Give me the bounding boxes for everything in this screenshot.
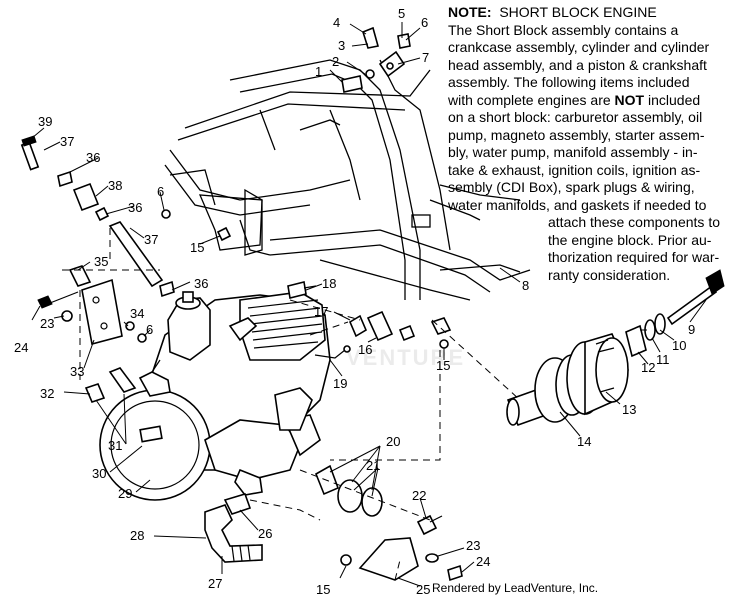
note-line-14: thorization required for war- bbox=[548, 249, 720, 265]
callout-36-mid: 36 bbox=[194, 276, 208, 291]
callout-33: 33 bbox=[70, 364, 84, 379]
callout-23-left: 23 bbox=[40, 316, 54, 331]
note-line-6: on a short block: carburetor assembly, o… bbox=[448, 109, 703, 125]
note-title: SHORT BLOCK ENGINE bbox=[499, 4, 657, 20]
callout-26: 26 bbox=[258, 526, 272, 541]
callout-21: 21 bbox=[366, 458, 380, 473]
middle-parts bbox=[314, 310, 463, 582]
callout-15-clutch: 15 bbox=[436, 358, 450, 373]
note-line-15: ranty consideration. bbox=[548, 266, 671, 283]
callout-24-left: 24 bbox=[14, 340, 28, 355]
callout-17: 17 bbox=[314, 304, 328, 319]
top-fasteners bbox=[341, 26, 411, 93]
callout-18: 18 bbox=[322, 276, 336, 291]
callout-37-mid: 37 bbox=[144, 232, 158, 247]
note-line-2: crankcase assembly, cylinder and cylinde… bbox=[448, 39, 710, 55]
callout-39: 39 bbox=[38, 114, 52, 129]
callout-2: 2 bbox=[332, 54, 339, 69]
note-heading-line: NOTE: SHORT BLOCK ENGINE bbox=[448, 4, 744, 22]
callout-5: 5 bbox=[398, 6, 405, 21]
note-line-3: head assembly, and a piston & crankshaft bbox=[448, 56, 707, 73]
callout-29: 29 bbox=[118, 486, 132, 501]
callout-35: 35 bbox=[94, 254, 108, 269]
callout-24-bottom: 24 bbox=[476, 554, 490, 569]
note-line-8: bly, water pump, manifold assembly - in- bbox=[448, 144, 698, 160]
callout-31: 31 bbox=[108, 438, 122, 453]
callout-12: 12 bbox=[641, 360, 655, 375]
note-line-5-tail: included bbox=[648, 91, 701, 108]
note-line-4: assembly. The following items included bbox=[448, 74, 690, 90]
callout-22: 22 bbox=[412, 488, 426, 503]
callout-8: 8 bbox=[522, 278, 529, 293]
callout-19: 19 bbox=[333, 376, 347, 391]
callout-37-top: 37 bbox=[60, 134, 74, 149]
callout-16: 16 bbox=[358, 342, 372, 357]
callout-30: 30 bbox=[92, 466, 106, 481]
callout-6-cdi: 6 bbox=[157, 184, 164, 199]
callout-10: 10 bbox=[672, 338, 686, 353]
callout-4: 4 bbox=[333, 15, 340, 30]
callout-23-bottom: 23 bbox=[466, 538, 480, 553]
watermark: VENTURE bbox=[346, 345, 466, 370]
callout-28: 28 bbox=[130, 528, 144, 543]
cdi-bracket bbox=[161, 209, 317, 299]
callout-3: 3 bbox=[338, 38, 345, 53]
callout-6-left: 6 bbox=[146, 322, 153, 337]
callout-36-top: 36 bbox=[86, 150, 100, 165]
callout-20: 20 bbox=[386, 434, 400, 449]
note-line-10: sembly (CDI Box), spark plugs & wiring, bbox=[448, 179, 695, 195]
callout-25: 25 bbox=[416, 582, 430, 597]
callout-7: 7 bbox=[422, 50, 429, 65]
callout-14: 14 bbox=[577, 434, 591, 449]
callout-38: 38 bbox=[108, 178, 122, 193]
callout-36-lower: 36 bbox=[128, 200, 142, 215]
callout-11: 11 bbox=[656, 352, 670, 367]
note-heading: NOTE: bbox=[448, 4, 492, 20]
engine-assembly bbox=[99, 291, 351, 515]
note-line-5-text: with complete engines are bbox=[448, 91, 611, 108]
leader-lines bbox=[31, 22, 707, 587]
callout-15-cdi: 15 bbox=[190, 240, 204, 255]
chassis-frame bbox=[164, 59, 531, 301]
note-line-1: The Short Block assembly contains a bbox=[448, 21, 679, 38]
callout-34: 34 bbox=[130, 306, 144, 321]
note-line-13: the engine block. Prior au- bbox=[548, 231, 712, 248]
note-line-11: water manifolds, and gaskets if needed t… bbox=[448, 196, 707, 213]
callout-32: 32 bbox=[40, 386, 54, 401]
callout-15-bottom: 15 bbox=[316, 582, 330, 597]
callout-13: 13 bbox=[622, 402, 636, 417]
short-block-note: NOTE: SHORT BLOCK ENGINE The Short Block… bbox=[448, 4, 744, 284]
note-line-7: pump, magneto assembly, starter assem- bbox=[448, 126, 705, 143]
left-parts bbox=[20, 135, 175, 403]
callout-9: 9 bbox=[688, 322, 695, 337]
note-line-5: with complete engines are NOT included bbox=[448, 92, 744, 110]
callout-27: 27 bbox=[208, 576, 222, 591]
clutch-assembly bbox=[506, 269, 725, 427]
note-line-9: take & exhaust, ignition coils, ignition… bbox=[448, 161, 701, 178]
note-emphasis: NOT bbox=[614, 91, 645, 108]
callout-1: 1 bbox=[315, 64, 322, 79]
callout-6: 6 bbox=[421, 15, 428, 30]
note-line-12: attach these components to bbox=[548, 214, 720, 230]
hose-assembly bbox=[204, 504, 263, 563]
footer-credit: Rendered by LeadVenture, Inc. bbox=[432, 581, 599, 595]
callout-numbers: 1 2 3 4 5 6 7 8 9 10 11 12 13 14 15 16 1… bbox=[14, 6, 695, 597]
